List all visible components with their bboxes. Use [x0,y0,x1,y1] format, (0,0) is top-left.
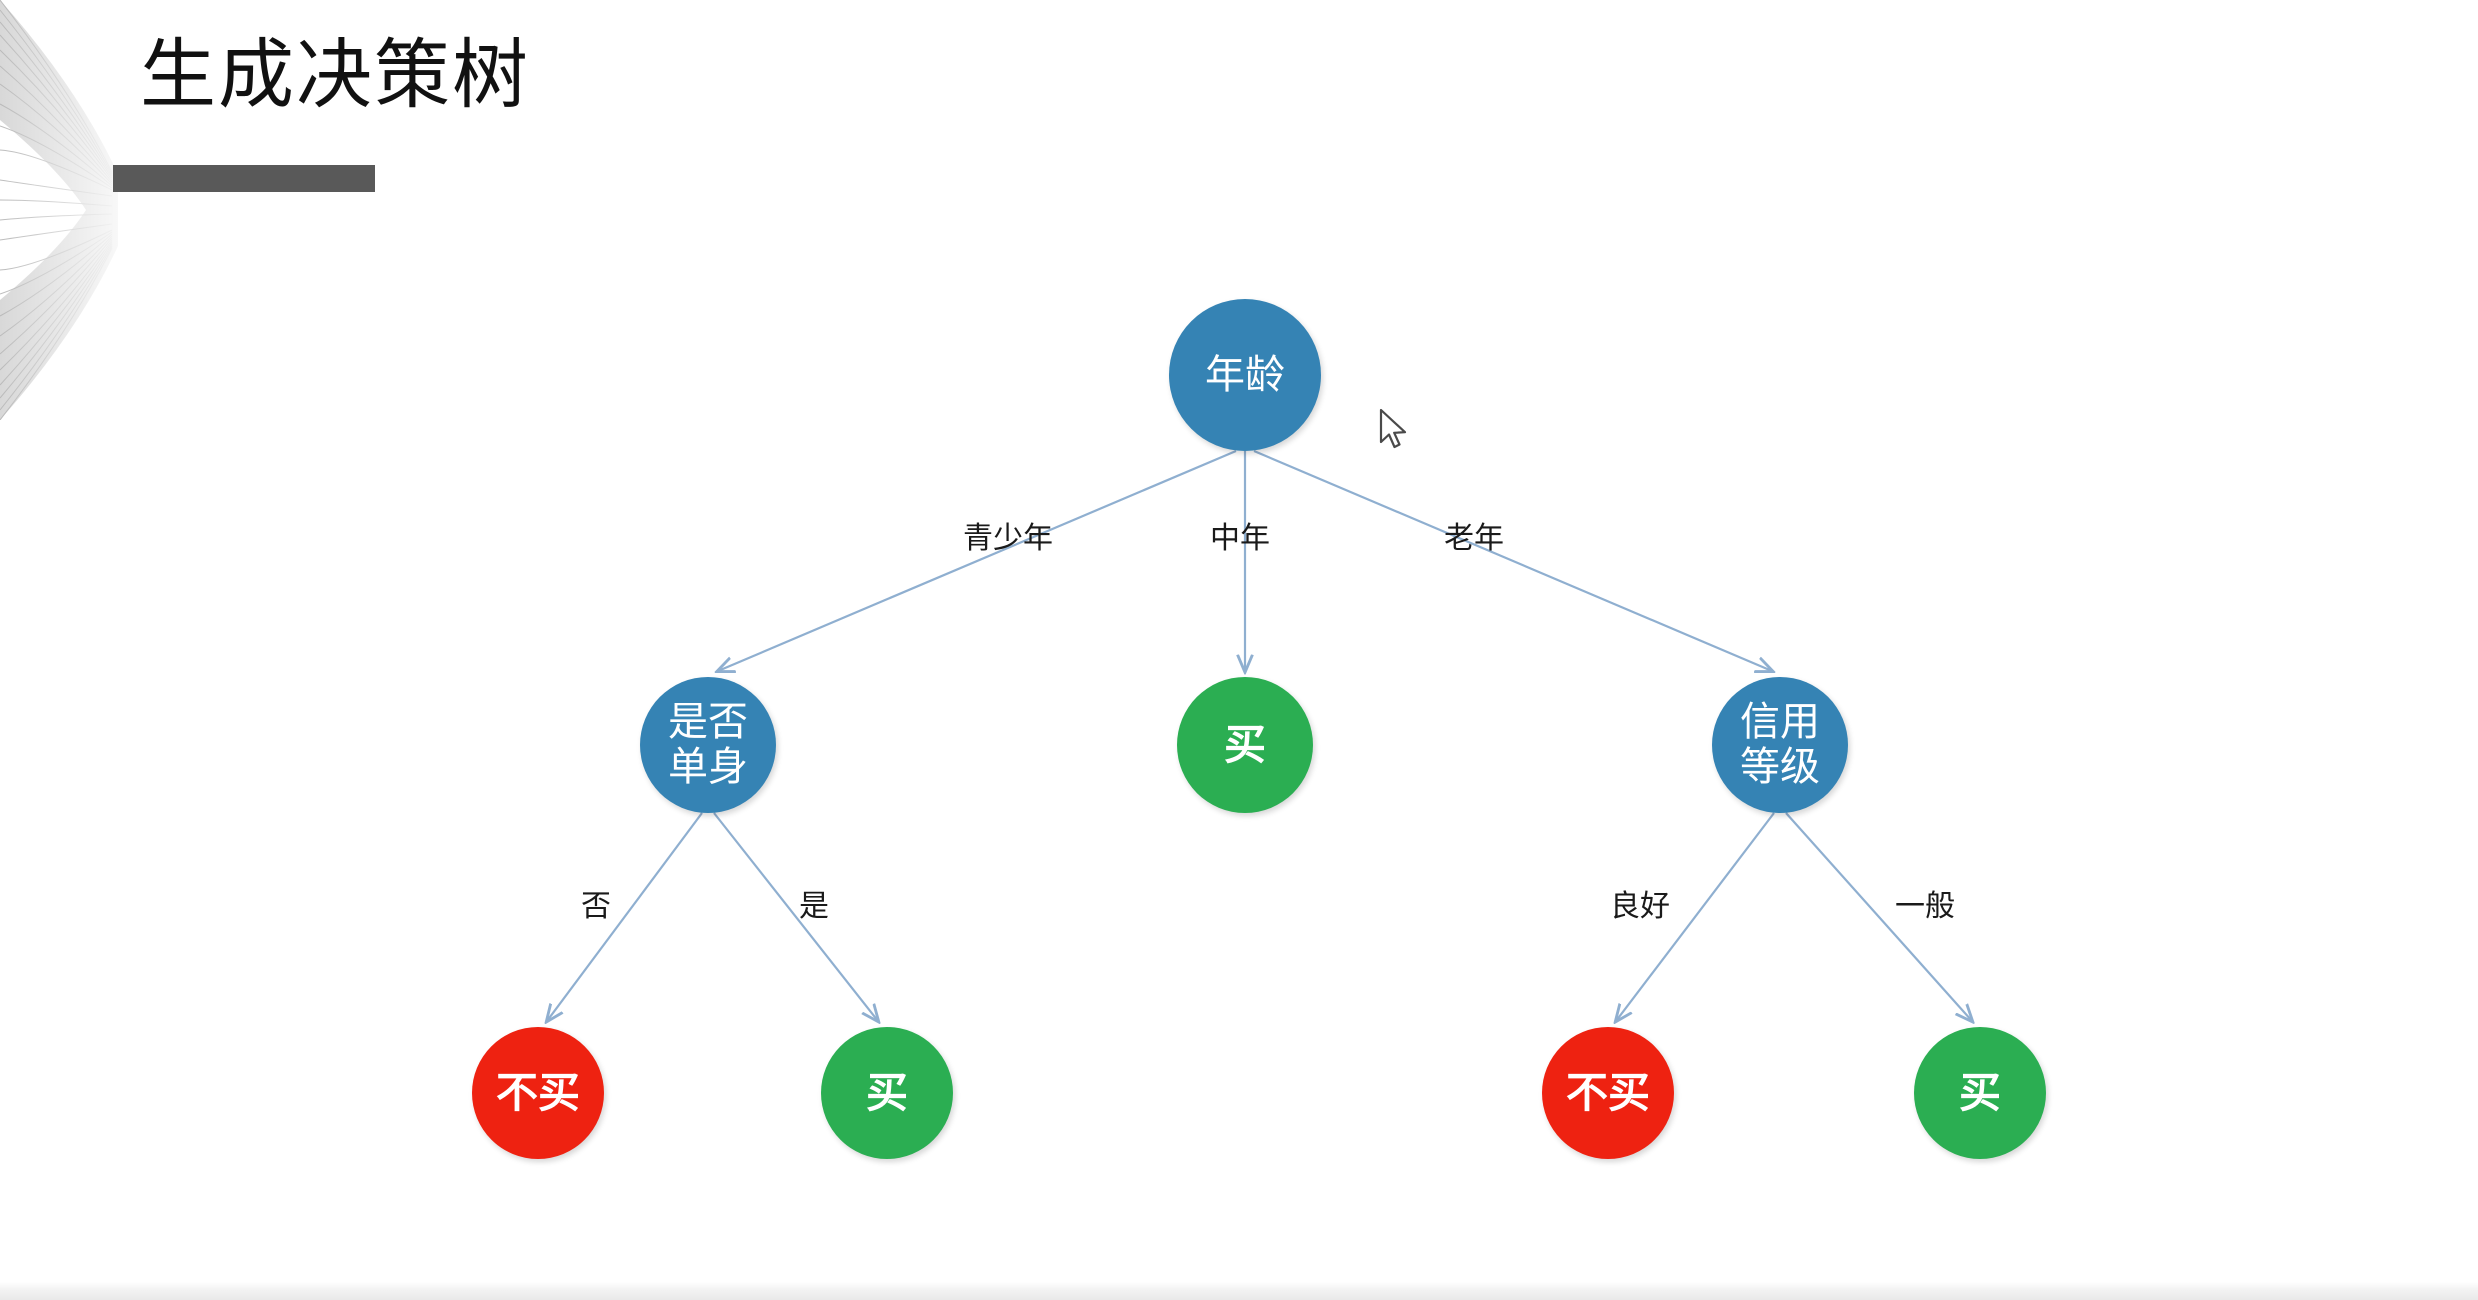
tree-node-label: 不买 [1565,1068,1650,1118]
edge-label-good: 良好 [1610,889,1670,924]
edge-label-youth: 青少年 [963,521,1053,556]
tree-leaf-buy-left[interactable]: 买 [821,1027,953,1159]
edge-root-to-credit [1253,449,1772,671]
edge-label-middle-age: 中年 [1210,521,1270,556]
tree-node-label: 年龄 [1205,351,1285,398]
tree-node-is-single[interactable]: 是否 单身 [640,677,776,813]
tree-node-label: 买 [1958,1068,2001,1118]
edge-label-average: 一般 [1895,889,1955,924]
tree-node-label: 买 [865,1068,908,1118]
edge-label-senior: 老年 [1444,521,1504,556]
edge-credit-to-buy [1785,812,1972,1021]
title-accent-bar [113,165,375,192]
tree-node-label: 是否 单身 [668,699,748,790]
tree-node-label: 买 [1223,720,1266,770]
edge-label-yes: 是 [799,889,829,924]
tree-leaf-buy-right[interactable]: 买 [1914,1027,2046,1159]
tree-node-label: 不买 [495,1068,580,1118]
page-title: 生成决策树 [140,30,530,119]
tree-node-middle-buy[interactable]: 买 [1177,677,1313,813]
edge-credit-to-nobuy [1616,812,1775,1021]
tree-node-label: 信用 等级 [1740,699,1820,790]
tree-node-credit-rating[interactable]: 信用 等级 [1712,677,1848,813]
edge-root-to-single [718,449,1237,671]
slide-bottom-strip [0,1282,2478,1300]
edge-single-to-nobuy [547,812,703,1021]
edge-single-to-buy [713,812,878,1021]
tree-node-root[interactable]: 年龄 [1169,299,1321,451]
edge-label-no: 否 [581,889,611,924]
tree-leaf-nobuy-right[interactable]: 不买 [1542,1027,1674,1159]
tree-leaf-nobuy-left[interactable]: 不买 [472,1027,604,1159]
slide-title-block: 生成决策树 [140,30,1340,120]
